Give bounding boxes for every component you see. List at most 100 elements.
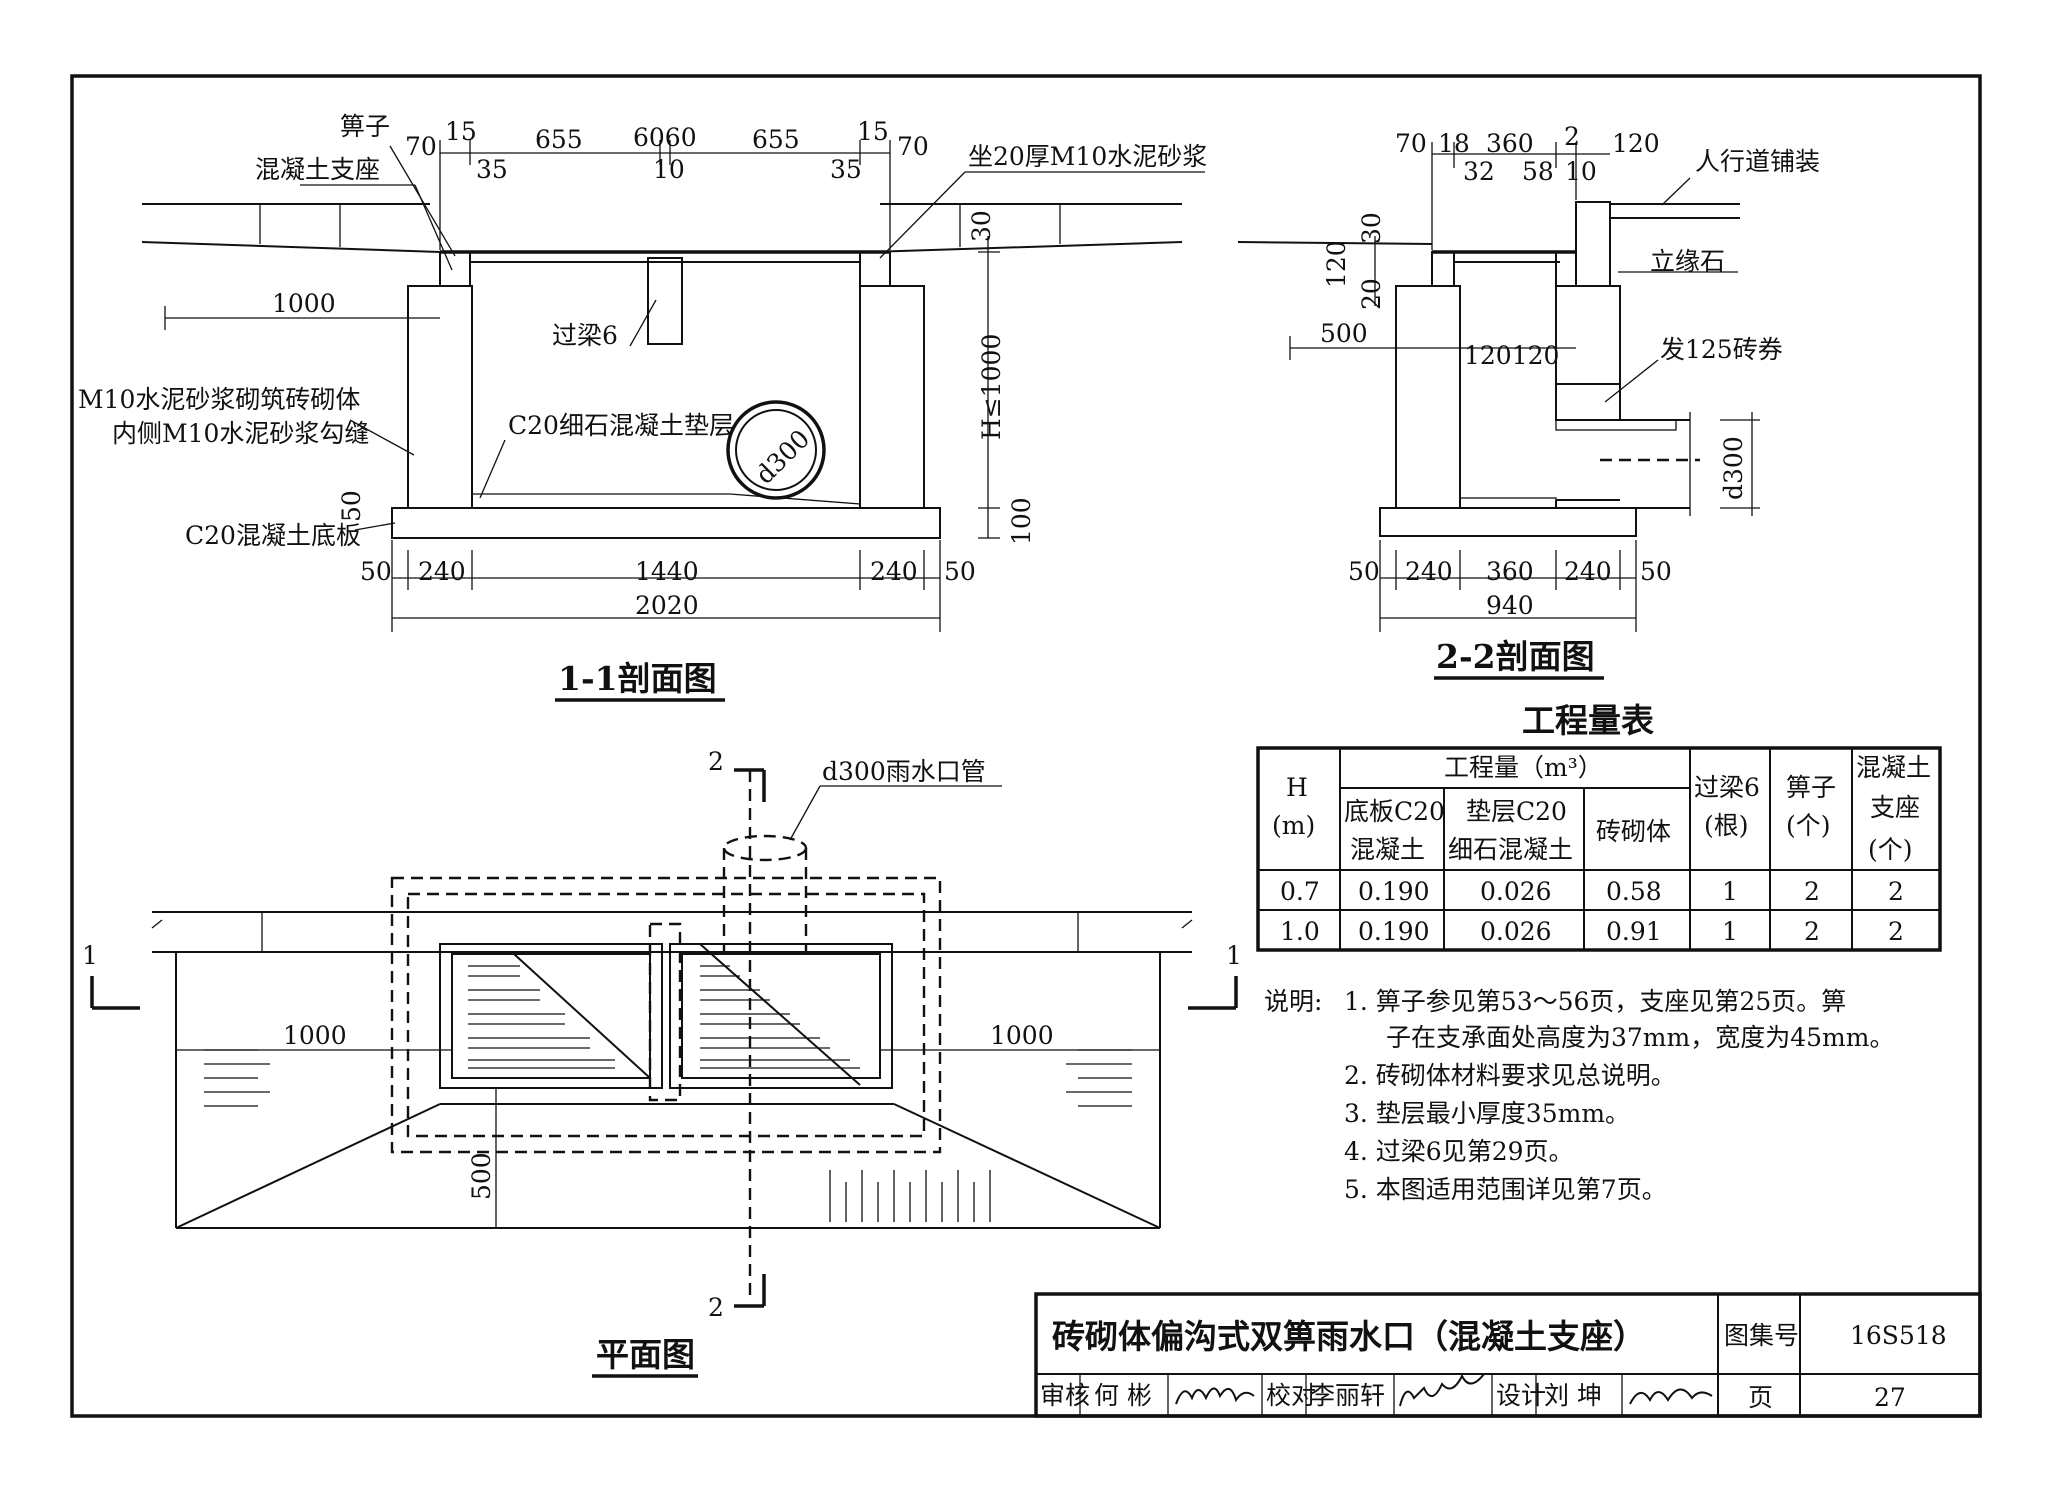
sec11-height-label: H≤1000 — [977, 334, 1006, 440]
sec22-bdim-940: 940 — [1486, 591, 1534, 620]
title-block: 砖砌体偏沟式双箅雨水口（混凝土支座） 图集号 16S518 审核 何 彬 校对 … — [1034, 1292, 1982, 1418]
sec11-grate-label: 箅子 — [340, 112, 390, 141]
table-col-seat-2: 支座 — [1870, 793, 1920, 822]
table-cell: 0.58 — [1606, 877, 1662, 906]
sec22-bdim-240b: 240 — [1564, 557, 1612, 586]
table-h-header: H — [1286, 773, 1308, 802]
designer-name: 刘 坤 — [1544, 1381, 1602, 1410]
table-col-base-2: 混凝土 — [1350, 835, 1425, 864]
designer-signature — [1629, 1388, 1713, 1405]
section-2-2: 人行道铺装 立缘石 发125砖券 d300 70 18 360 2 120 32… — [1237, 122, 1820, 680]
table-cell: 2 — [1888, 917, 1904, 946]
sec22-dim-2: 2 — [1564, 122, 1580, 151]
plan-cut-2-top: 2 — [708, 747, 724, 776]
sec11-dim-35a: 35 — [476, 155, 508, 184]
sec22-bdim-50a: 50 — [1348, 557, 1380, 586]
table-col-lintel-2: (根) — [1704, 811, 1749, 840]
table-cell: 0.026 — [1480, 917, 1552, 946]
sec11-bdim-240b: 240 — [870, 557, 918, 586]
table-cell: 0.026 — [1480, 877, 1552, 906]
plan-dim-right-1000: 1000 — [990, 1021, 1054, 1050]
design-label: 设计 — [1496, 1381, 1546, 1410]
table-cell: 2 — [1888, 877, 1904, 906]
sec11-pipe-label: d300 — [750, 424, 816, 490]
sec11-dim-15a: 15 — [445, 117, 477, 146]
table-h-unit: (m) — [1272, 811, 1315, 840]
sec22-dim-30: 30 — [1357, 212, 1386, 244]
sec11-bdim-240a: 240 — [418, 557, 466, 586]
notes: 说明: 1. 箅子参见第53～56页，支座见第25页。箅 子在支承面处高度为37… — [1264, 987, 1894, 1204]
table-cell: 0.91 — [1606, 917, 1662, 946]
sec22-dim-20: 20 — [1357, 278, 1386, 310]
note-item: 子在支承面处高度为37mm，宽度为45mm。 — [1386, 1023, 1894, 1052]
sec22-dim-360: 360 — [1486, 129, 1534, 158]
table-cell: 1 — [1722, 917, 1738, 946]
atlas-label: 图集号 — [1724, 1321, 1799, 1350]
notes-prefix: 说明: — [1264, 987, 1322, 1016]
note-item: 5. 本图适用范围详见第7页。 — [1344, 1175, 1667, 1204]
sec11-slab-label: C20混凝土底板 — [185, 521, 361, 550]
table-col-cushion-2: 细石混凝土 — [1448, 835, 1573, 864]
sec11-mortar-label: 坐20厚M10水泥砂浆 — [968, 142, 1207, 171]
table-cell: 0.190 — [1358, 877, 1430, 906]
quantity-table: 工程量表 H (m) 工程量（m³） 底板C20 混凝土 垫层C20 细石混凝土… — [1256, 701, 1942, 952]
sec11-dim-10: 10 — [653, 155, 685, 184]
sec22-dim-58: 58 — [1522, 157, 1554, 186]
sec22-bdim-50b: 50 — [1640, 557, 1672, 586]
page-label: 页 — [1748, 1383, 1773, 1412]
sec22-dim-120120: 120120 — [1464, 341, 1559, 370]
sec11-dim-1000: 1000 — [272, 289, 336, 318]
table-col-grate-1: 箅子 — [1786, 773, 1836, 802]
sec11-dim-30: 30 — [967, 210, 996, 242]
plan-dim-500: 500 — [467, 1152, 496, 1200]
table-col-seat-3: (个) — [1868, 835, 1913, 864]
note-item: 4. 过梁6见第29页。 — [1344, 1137, 1574, 1166]
plan-pipe-label: d300雨水口管 — [822, 757, 986, 786]
note-item: 3. 垫层最小厚度35mm。 — [1344, 1099, 1630, 1128]
sec11-dim-70a: 70 — [405, 132, 437, 161]
check-label: 校对 — [1266, 1381, 1316, 1410]
sec11-bdim-2020: 2020 — [635, 591, 699, 620]
plan-title: 平面图 — [596, 1335, 695, 1374]
grate-bars — [468, 965, 860, 1069]
sec11-lintel-label: 过梁6 — [552, 321, 618, 350]
sec11-dim-655b: 655 — [752, 125, 800, 154]
sec11-bdim-50a: 50 — [360, 557, 392, 586]
plan-view: d300雨水口管 2 2 1 1 — [82, 747, 1242, 1378]
note-item: 1. 箅子参见第53～56页，支座见第25页。箅 — [1344, 987, 1846, 1016]
table-cell: 0.190 — [1358, 917, 1430, 946]
sec11-wall-label-1: M10水泥砂浆砌筑砖砌体 — [78, 385, 360, 414]
table-col-lintel-1: 过梁6 — [1694, 773, 1760, 802]
table-col-base-1: 底板C20 — [1344, 797, 1445, 826]
sec22-bdim-240a: 240 — [1405, 557, 1453, 586]
plan-cut-1-right: 1 — [1226, 941, 1242, 970]
sheet-border — [70, 74, 1982, 1418]
table-cell: 2 — [1804, 917, 1820, 946]
sec11-cushion-label: C20细石混凝土垫层 — [508, 411, 734, 440]
sec22-dim-120: 120 — [1612, 129, 1660, 158]
sec22-dim-18: 18 — [1438, 129, 1470, 158]
atlas-number: 16S518 — [1850, 1321, 1947, 1350]
sec11-dim-15b: 15 — [857, 117, 889, 146]
plan-cut-1-left: 1 — [82, 941, 98, 970]
sec22-dim-70: 70 — [1395, 129, 1427, 158]
sec11-dim-70b: 70 — [897, 132, 929, 161]
sec22-dim-10: 10 — [1565, 157, 1597, 186]
sec11-seat-label: 混凝土支座 — [255, 155, 380, 184]
table-col-seat-1: 混凝土 — [1856, 753, 1931, 782]
plan-dim-left-1000: 1000 — [283, 1021, 347, 1050]
page-number: 27 — [1874, 1383, 1906, 1412]
table-cell: 1 — [1722, 877, 1738, 906]
table-col-brick: 砖砌体 — [1596, 817, 1671, 846]
section-1-1: d300 70 15 655 6060 655 15 70 35 10 35 箅… — [78, 112, 1207, 702]
table-col-cushion-1: 垫层C20 — [1466, 797, 1567, 826]
plan-cut-2-bottom: 2 — [708, 1293, 724, 1322]
sec11-bdim-1440: 1440 — [635, 557, 699, 586]
note-item: 2. 砖砌体材料要求见总说明。 — [1344, 1061, 1676, 1090]
sec22-bdim-360: 360 — [1486, 557, 1534, 586]
sec22-arch-label: 发125砖券 — [1660, 335, 1783, 364]
sec11-title: 1-1剖面图 — [558, 659, 717, 698]
table-title: 工程量表 — [1522, 701, 1654, 740]
sec11-dim-655a: 655 — [535, 125, 583, 154]
